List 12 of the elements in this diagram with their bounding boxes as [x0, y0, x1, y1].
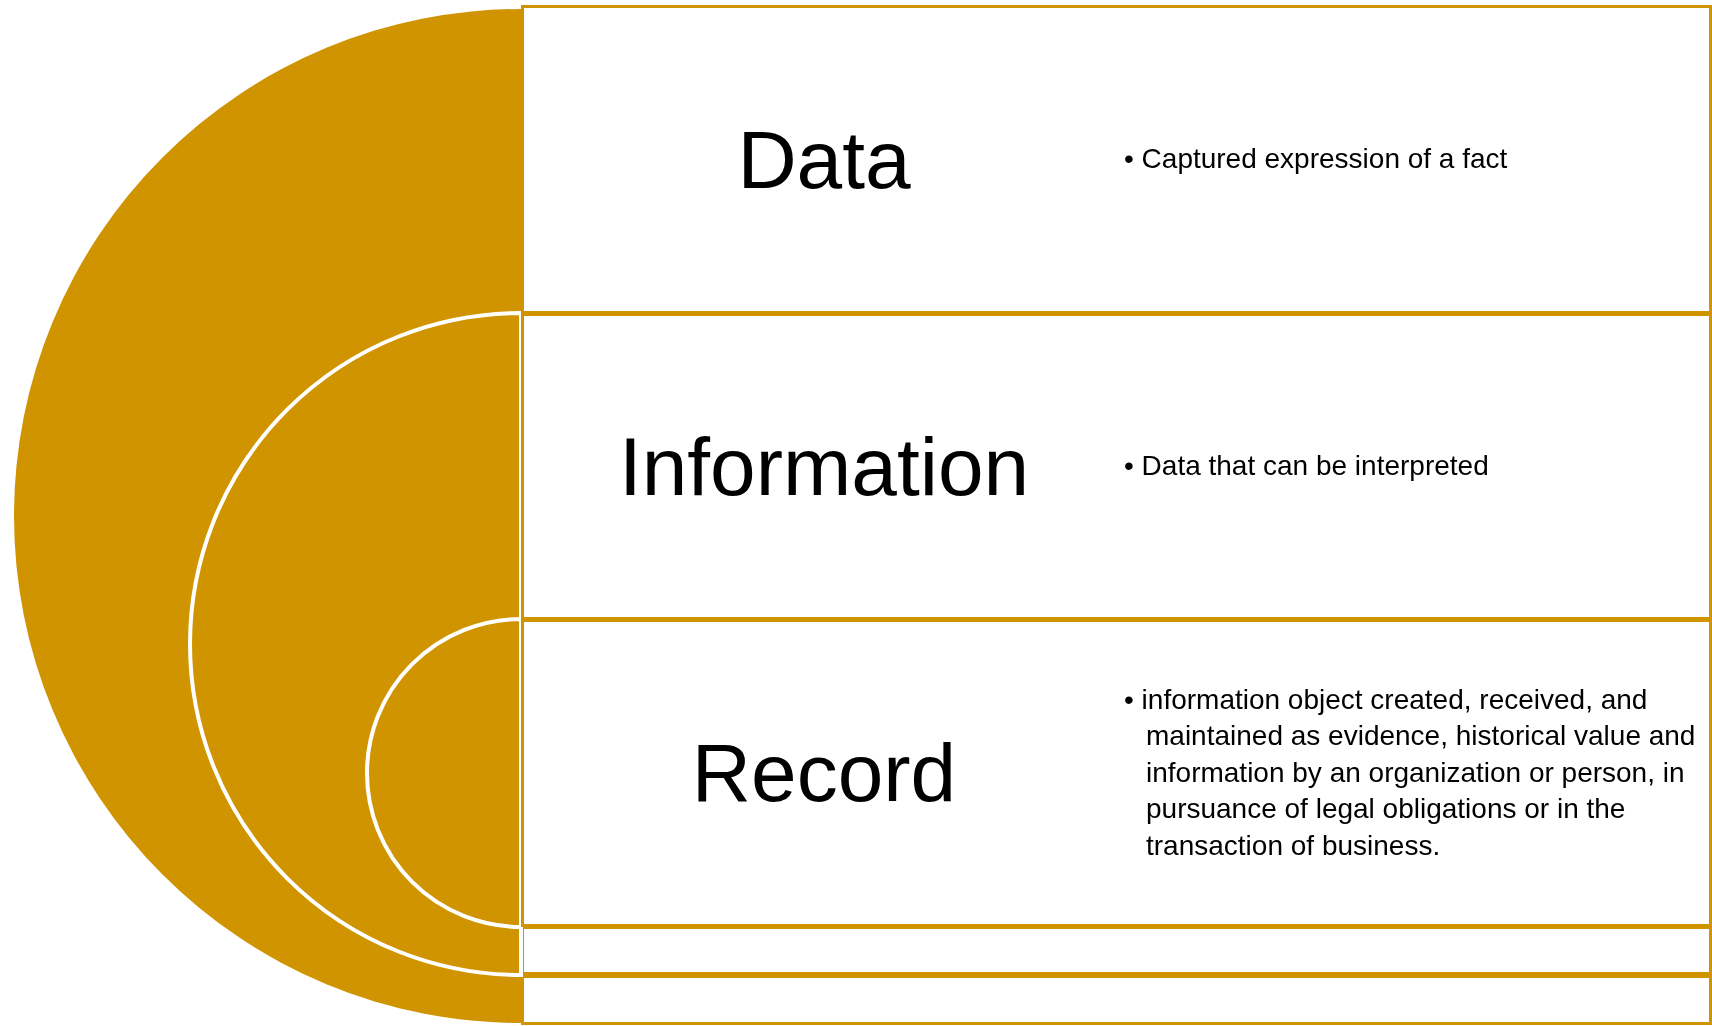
- semicircle-shape: [367, 619, 521, 927]
- text-band: [521, 5, 1712, 314]
- semicircle-shape: [190, 313, 521, 975]
- semicircle-shape: [14, 9, 521, 1023]
- band-heading: Information: [618, 419, 1030, 514]
- bullet-text: • information object created, received, and maintained as evidence, historical value and information by an organization or person, in pursuance of legal obligations or in the transaction of business.: [1124, 683, 1697, 863]
- text-band: [521, 313, 1712, 620]
- band-heading: Data: [737, 112, 911, 207]
- bullet-text: • Data that can be interpreted: [1124, 449, 1489, 484]
- bullet-text: • Captured expression of a fact: [1124, 142, 1508, 177]
- text-band: [521, 619, 1712, 927]
- band-heading: Record: [691, 726, 957, 820]
